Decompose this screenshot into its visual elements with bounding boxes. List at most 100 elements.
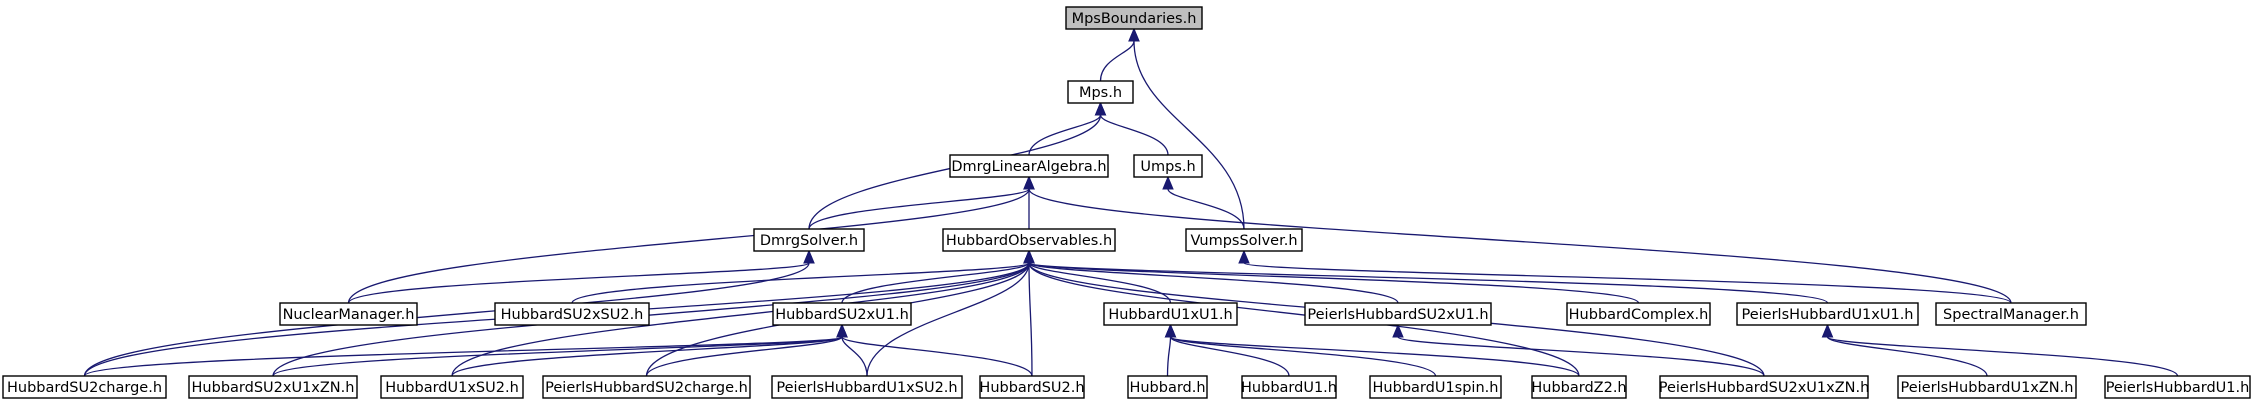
node-label: PeierlsHubbardSU2xU1.h: [1307, 307, 1488, 323]
edge-hubbard-u1-to-hubbard-u1x-u1: [1169, 336, 1290, 377]
node-mps[interactable]: Mps.h: [1067, 80, 1134, 104]
node-box: [1897, 375, 2077, 399]
edge-hubbard-su2x-su2-to-hubbard-observables: [571, 262, 1030, 304]
node-dmrg-linear-algebra[interactable]: DmrgLinearAlgebra.h: [949, 154, 1109, 178]
node-box: [542, 375, 751, 399]
node-hubbard-u1spin[interactable]: HubbardU1spin.h: [1369, 375, 1502, 399]
node-box: [1531, 375, 1627, 399]
node-peierls-hubbard-u1x-zn[interactable]: PeierlsHubbardU1xZN.h: [1897, 375, 2077, 399]
node-box: [1127, 375, 1208, 399]
edge-vumps-solver-to-mps-boundaries: [1133, 40, 1245, 230]
edge-hubbard-z2-to-hubbard-u1x-u1: [1169, 336, 1580, 377]
node-label: HubbardU1xSU2.h: [385, 380, 519, 396]
node-hubbard-su2x-u1[interactable]: HubbardSU2xU1.h: [772, 302, 912, 326]
node-label: DmrgLinearAlgebra.h: [951, 159, 1106, 175]
arrowhead: [1023, 249, 1035, 264]
node-label: VumpsSolver.h: [1190, 233, 1297, 249]
node-umps[interactable]: Umps.h: [1133, 154, 1203, 178]
arrowhead: [1238, 249, 1250, 264]
node-dmrg-solver[interactable]: DmrgSolver.h: [753, 228, 865, 252]
node-hubbard-complex[interactable]: HubbardComplex.h: [1566, 302, 1711, 326]
node-hubbard-u1x-su2[interactable]: HubbardU1xSU2.h: [380, 375, 524, 399]
edge-hubbard-u1x-u1-to-hubbard-observables: [1028, 262, 1172, 304]
node-box: [1103, 302, 1238, 326]
node-label: Hubbard.h: [1129, 380, 1205, 396]
edge-peierls-hubbard-u1x-su2-to-hubbard-su2x-u1: [841, 336, 868, 377]
arrowhead: [1162, 175, 1174, 190]
node-box: [2, 375, 167, 399]
node-box: [753, 228, 865, 252]
node-label: HubbardObservables.h: [946, 233, 1112, 249]
node-hubbard-su2x-su2[interactable]: HubbardSU2xSU2.h: [494, 302, 650, 326]
arrowhead: [1164, 323, 1177, 338]
edge-hubbard-su2x-u1x-zn-to-hubbard-su2x-u1: [272, 336, 843, 377]
node-box: [188, 375, 358, 399]
node-box: [1369, 375, 1502, 399]
node-label: PeierlsHubbardU1xU1.h: [1742, 307, 1914, 323]
node-label: PeierlsHubbardU1xSU2.h: [776, 380, 957, 396]
node-hubbard-u1x-u1[interactable]: HubbardU1xU1.h: [1103, 302, 1238, 326]
node-hubbard-observables[interactable]: HubbardObservables.h: [942, 228, 1116, 252]
node-label: SpectralManager.h: [1943, 307, 2079, 323]
edge-hubbard-su2-to-hubbard-observables: [1028, 262, 1033, 377]
node-label: HubbardSU2xSU2.h: [501, 307, 644, 323]
arrowhead: [1821, 323, 1834, 338]
node-peierls-hubbard-u1x-u1[interactable]: PeierlsHubbardU1xU1.h: [1736, 302, 1919, 326]
node-box: [1133, 154, 1203, 178]
edge-peierls-hubbard-su2x-u1-to-hubbard-observables: [1028, 262, 1399, 304]
node-label: PeierlsHubbardSU2charge.h: [545, 380, 748, 396]
node-mps-boundaries: MpsBoundaries.h: [1065, 6, 1203, 30]
arrowhead: [803, 249, 815, 264]
node-spectral-manager[interactable]: SpectralManager.h: [1935, 302, 2087, 326]
edge-peierls-hubbard-u1x-su2-to-hubbard-observables: [866, 262, 1030, 377]
node-box: [1067, 80, 1134, 104]
node-hubbard-su2x-u1x-zn[interactable]: HubbardSU2xU1xZN.h: [188, 375, 358, 399]
edge-spectral-manager-to-dmrg-linear-algebra: [1028, 188, 2012, 304]
node-vumps-solver[interactable]: VumpsSolver.h: [1185, 228, 1303, 252]
edge-vumps-solver-to-umps: [1167, 188, 1245, 230]
node-label: HubbardU1spin.h: [1373, 380, 1499, 396]
node-peierls-hubbard-su2x-u1[interactable]: PeierlsHubbardSU2xU1.h: [1304, 302, 1492, 326]
node-box: [1935, 302, 2087, 326]
edge-peierls-hubbard-u1x-zn-to-peierls-hubbard-u1x-u1: [1826, 336, 1988, 377]
edge-hubbard-su2x-u1-to-hubbard-observables: [841, 262, 1030, 304]
node-hubbard-su2charge[interactable]: HubbardSU2charge.h: [2, 375, 167, 399]
node-label: HubbardSU2xU1xZN.h: [192, 380, 355, 396]
node-label: MpsBoundaries.h: [1072, 11, 1197, 27]
node-label: HubbardZ2.h: [1531, 380, 1626, 396]
node-label: Mps.h: [1079, 85, 1122, 101]
node-box: [1241, 375, 1337, 399]
node-box: [1566, 302, 1711, 326]
node-box: [494, 302, 650, 326]
node-box: [979, 375, 1085, 399]
edge-hubbard-su2x-u1x-zn-to-hubbard-observables: [272, 262, 1030, 377]
edge-hubbard-u1x-su2-to-hubbard-su2x-u1: [451, 336, 843, 377]
edge-hubbard-su2-to-hubbard-su2x-u1: [841, 336, 1033, 377]
node-hubbard-z2[interactable]: HubbardZ2.h: [1531, 375, 1627, 399]
node-box: [1185, 228, 1303, 252]
node-label: HubbardU1.h: [1241, 380, 1337, 396]
node-box: [2104, 375, 2251, 399]
node-label: Umps.h: [1140, 159, 1195, 175]
node-label: HubbardU1xU1.h: [1108, 307, 1232, 323]
edge-spectral-manager-to-vumps-solver: [1243, 262, 2012, 304]
arrowhead: [1392, 323, 1404, 338]
node-box: [942, 228, 1116, 252]
node-hubbard-u1[interactable]: HubbardU1.h: [1241, 375, 1337, 399]
node-label: NuclearManager.h: [283, 307, 415, 323]
node-label: HubbardSU2xU1.h: [775, 307, 909, 323]
node-hubbard[interactable]: Hubbard.h: [1127, 375, 1208, 399]
node-peierls-hubbard-u1[interactable]: PeierlsHubbardU1.h: [2104, 375, 2251, 399]
edge-umps-to-mps: [1099, 114, 1169, 156]
edge-peierls-hubbard-su2charge-to-hubbard-su2x-u1: [645, 336, 843, 377]
node-box: [279, 302, 418, 326]
node-peierls-hubbard-su2x-u1x-zn[interactable]: PeierlsHubbardSU2xU1xZN.h: [1659, 375, 1870, 399]
node-hubbard-su2[interactable]: HubbardSU2.h: [979, 375, 1085, 399]
node-label: HubbardSU2charge.h: [7, 380, 162, 396]
arrowhead: [1023, 175, 1035, 190]
node-peierls-hubbard-su2charge[interactable]: PeierlsHubbardSU2charge.h: [542, 375, 751, 399]
node-peierls-hubbard-u1x-su2[interactable]: PeierlsHubbardU1xSU2.h: [771, 375, 963, 399]
node-nuclear-manager[interactable]: NuclearManager.h: [279, 302, 418, 326]
